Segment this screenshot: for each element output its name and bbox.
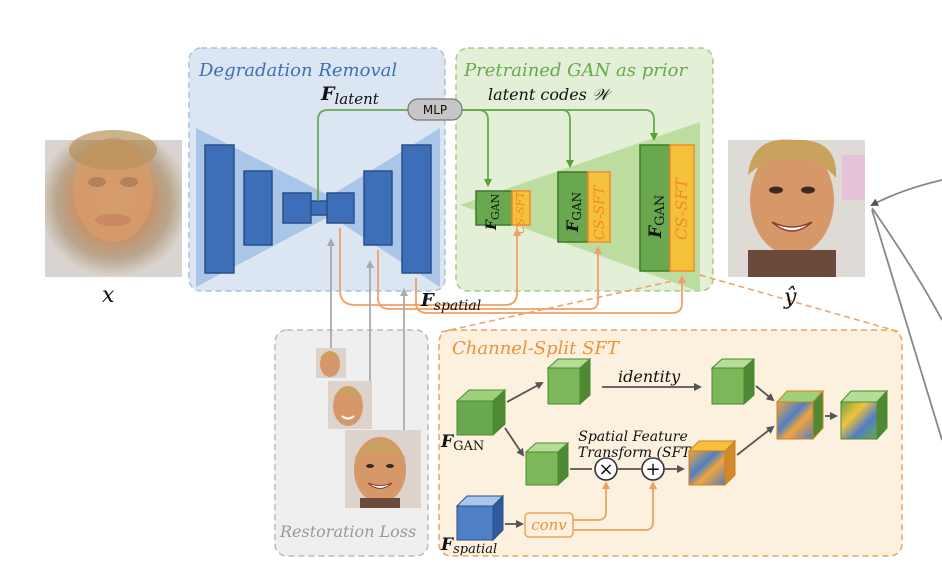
latent-codes-label: latent codes 𝒲 (488, 85, 613, 104)
loss-face-medium (328, 381, 372, 429)
cs-sft-block-2 (587, 171, 611, 243)
identity-cube-right (710, 357, 756, 406)
gan-prior-title: Pretrained GAN as prior (463, 60, 688, 81)
decoder-block-1 (326, 192, 355, 224)
f-latent-label: Flatent (320, 83, 380, 108)
degradation-removal-title: Degradation Removal (198, 60, 397, 81)
encoder-block-2 (243, 170, 273, 246)
svg-text:FGAN: FGAN (563, 192, 584, 233)
sft-input-cube (524, 441, 570, 487)
cs-sft-label-1: CS-SFT (514, 190, 527, 234)
split-arrow-bottom (504, 427, 525, 457)
encoder-block-3 (282, 192, 312, 224)
output-symbol: ŷ (783, 285, 797, 310)
spatial-arrow-2 (377, 246, 602, 310)
loss-curve-3 (871, 209, 942, 441)
f-spatial-label: Fspatial (420, 290, 481, 314)
svg-text:CS-SFT: CS-SFT (592, 184, 608, 240)
cs-sft-label-2: CS-SFT (592, 184, 608, 240)
conv-to-plus-arrow (573, 481, 657, 531)
fgan-cube (455, 388, 507, 437)
identity-label: identity (618, 367, 681, 386)
conv-to-multiply-arrow (573, 481, 610, 521)
fgan-label-3: FGAN (646, 195, 668, 239)
latent-arrow-up (317, 109, 408, 201)
input-symbol: x (102, 283, 115, 308)
input-face-image (45, 130, 182, 277)
sft-label-line1: Spatial Feature (578, 429, 687, 445)
restoration-loss-title: Restoration Loss (279, 522, 416, 541)
plus-symbol: + (645, 459, 660, 480)
loss-curve-1 (870, 179, 942, 206)
fspatial-cube (455, 494, 505, 542)
conv-box (524, 512, 574, 538)
fgan-label-2: FGAN (563, 192, 584, 233)
fgan-label-1: FGAN (484, 193, 502, 231)
concat-cube (775, 389, 825, 441)
output-face-image (728, 139, 865, 277)
fspatial-detail-label: Fspatial (440, 535, 497, 557)
latent-arrow-3 (462, 109, 658, 141)
loss-curve-2 (871, 207, 942, 321)
sft-output-cube (687, 439, 737, 487)
mlp-node (407, 98, 463, 121)
zoom-line-left (440, 274, 701, 333)
spatial-arrow-3 (415, 275, 686, 314)
svg-text:FGAN: FGAN (484, 193, 502, 231)
decoder-block-3 (401, 144, 432, 274)
loss-face-small (316, 348, 346, 378)
multiply-symbol: × (598, 459, 613, 480)
split-arrow-top (506, 382, 544, 403)
final-cube (839, 389, 889, 441)
merge-arrow-top (755, 385, 775, 402)
spatial-arrow-1 (339, 228, 521, 306)
conv-label: conv (531, 516, 567, 534)
svg-text:CS-SFT: CS-SFT (514, 190, 527, 234)
sft-label-line2: Transform (SFT) (578, 445, 696, 461)
cs-sft-block-1 (511, 190, 531, 226)
fgan-detail-label: FGAN (440, 432, 484, 454)
encoder-block-1 (204, 144, 235, 274)
cs-sft-title: Channel-Split SFT (452, 338, 621, 359)
identity-cube-left (546, 357, 592, 406)
mlp-label: MLP (423, 103, 447, 117)
loss-face-large (345, 430, 421, 508)
svg-text:FGAN: FGAN (646, 195, 668, 239)
decoder-block-2 (363, 170, 393, 246)
merge-arrow-bottom (736, 425, 775, 456)
zoom-line-right (699, 274, 901, 333)
cs-sft-label-3: CS-SFT (672, 177, 691, 240)
svg-text:CS-SFT: CS-SFT (672, 177, 691, 240)
cs-sft-block-3 (669, 144, 695, 272)
bottleneck-block (310, 200, 328, 216)
